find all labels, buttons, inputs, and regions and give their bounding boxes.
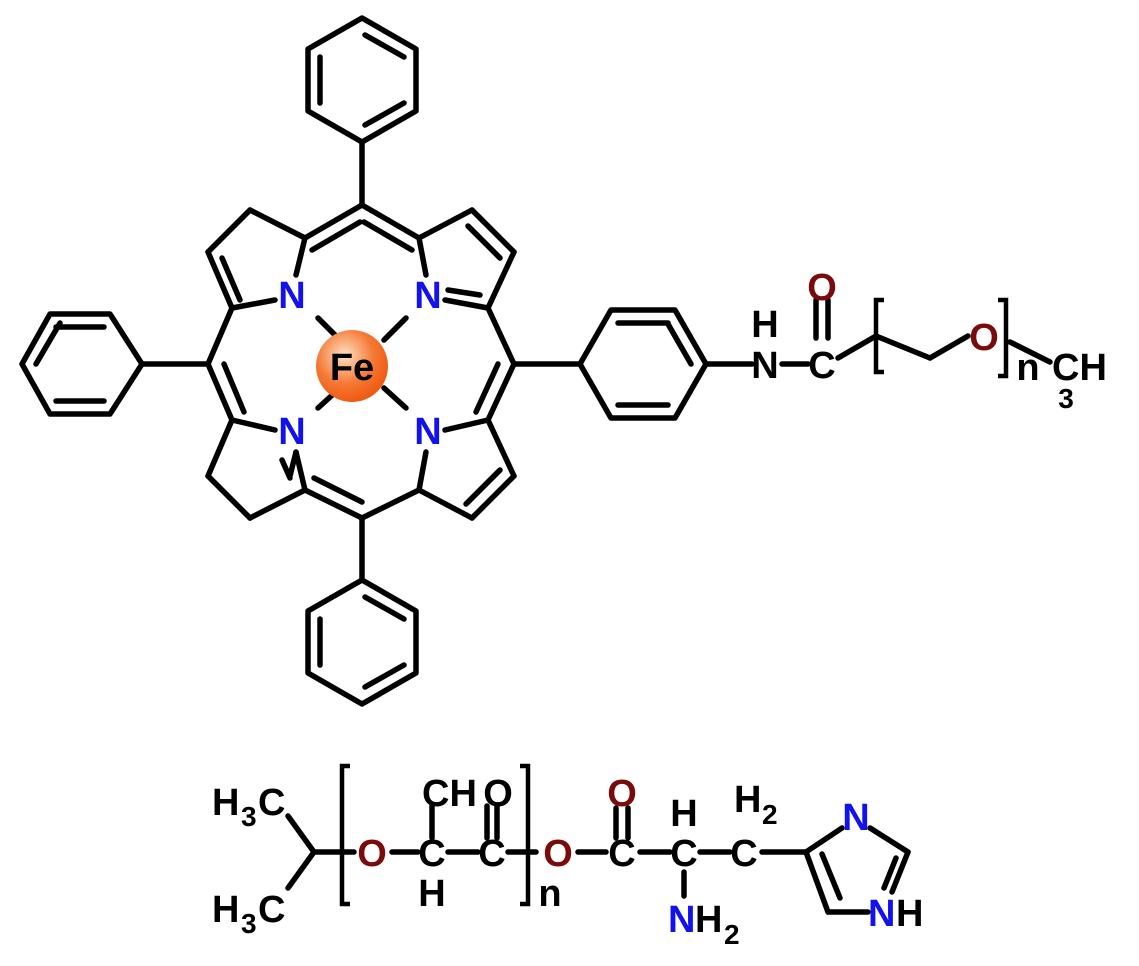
h3c-top-C: C (258, 782, 285, 824)
peg-repeat-n: n (1016, 347, 1039, 389)
pla-bracket-left (339, 763, 350, 907)
phenyl-ring-top (305, 15, 419, 145)
methyl-subscript: 3 (1058, 383, 1074, 414)
carbonyl-C-label: C (808, 345, 835, 387)
imidazole-NH-H: H (896, 893, 923, 935)
amide-N-label: N (751, 345, 778, 387)
nitrogen-upper-right: N (414, 275, 441, 317)
pla-repeat-n: n (538, 873, 561, 915)
methyl-label: CH (1052, 347, 1107, 389)
amine-N: N (668, 899, 695, 941)
ch2-C: C (730, 833, 757, 875)
h3c-bottom-H: H (212, 889, 239, 931)
phenyl-ring-left (19, 311, 145, 417)
porphyrin-molecule: Fe N N N N H N C O O n CH 3 (19, 15, 1107, 707)
imidazole-ring (803, 825, 911, 915)
amine-sub: 2 (724, 919, 740, 950)
bond-C-CH2 (835, 333, 879, 361)
alpha-H: H (670, 793, 697, 835)
pla-methyl-branch: CH (422, 773, 477, 815)
pla-carbonyl-C: C (478, 833, 505, 875)
ch2-sub: 2 (762, 799, 778, 830)
pla-bracket-right (520, 763, 531, 907)
h3c-top-H: H (212, 782, 239, 824)
bond-iPr-top (285, 813, 317, 855)
bond-peg-2 (927, 333, 971, 361)
amide-H-label: H (751, 304, 778, 346)
imidazole-N: N (842, 797, 869, 839)
his-carbonyl-O: O (607, 773, 637, 815)
phenylene-ring-right (577, 307, 709, 421)
peg-O-label: O (969, 317, 999, 359)
amine-H: H (695, 899, 722, 941)
porphyrin-core (205, 202, 517, 521)
imidazole-NH-N: N (868, 893, 895, 935)
pla-CH-H: H (418, 873, 445, 915)
peg-bracket-right (998, 297, 1009, 379)
nitrogen-lower-left: N (278, 411, 305, 453)
nitrogen-lower-right: N (414, 411, 441, 453)
pla-histidine-molecule: H 3 C H 3 C O C H CH C O n O C O C H (212, 763, 923, 950)
ch2-H: H (734, 779, 761, 821)
pla-ester-O: O (357, 833, 387, 875)
phenyl-ring-bottom (305, 577, 419, 707)
bond-iPr-bottom (285, 849, 317, 891)
his-ester-O: O (543, 833, 573, 875)
bond-O-CH3 (1007, 339, 1053, 365)
h3c-bottom-C: C (258, 889, 285, 931)
iron-label: Fe (330, 347, 374, 389)
carbonyl-O-label: O (807, 267, 837, 309)
pla-carbonyl-O: O (483, 773, 513, 815)
alpha-C: C (670, 833, 697, 875)
h3c-top-sub: 3 (241, 801, 257, 832)
h3c-bottom-sub: 3 (241, 908, 257, 939)
bond-peg-1 (873, 333, 933, 361)
iron-atom-sphere (316, 330, 388, 402)
his-carbonyl-C: C (608, 833, 635, 875)
nitrogen-upper-left: N (278, 275, 305, 317)
